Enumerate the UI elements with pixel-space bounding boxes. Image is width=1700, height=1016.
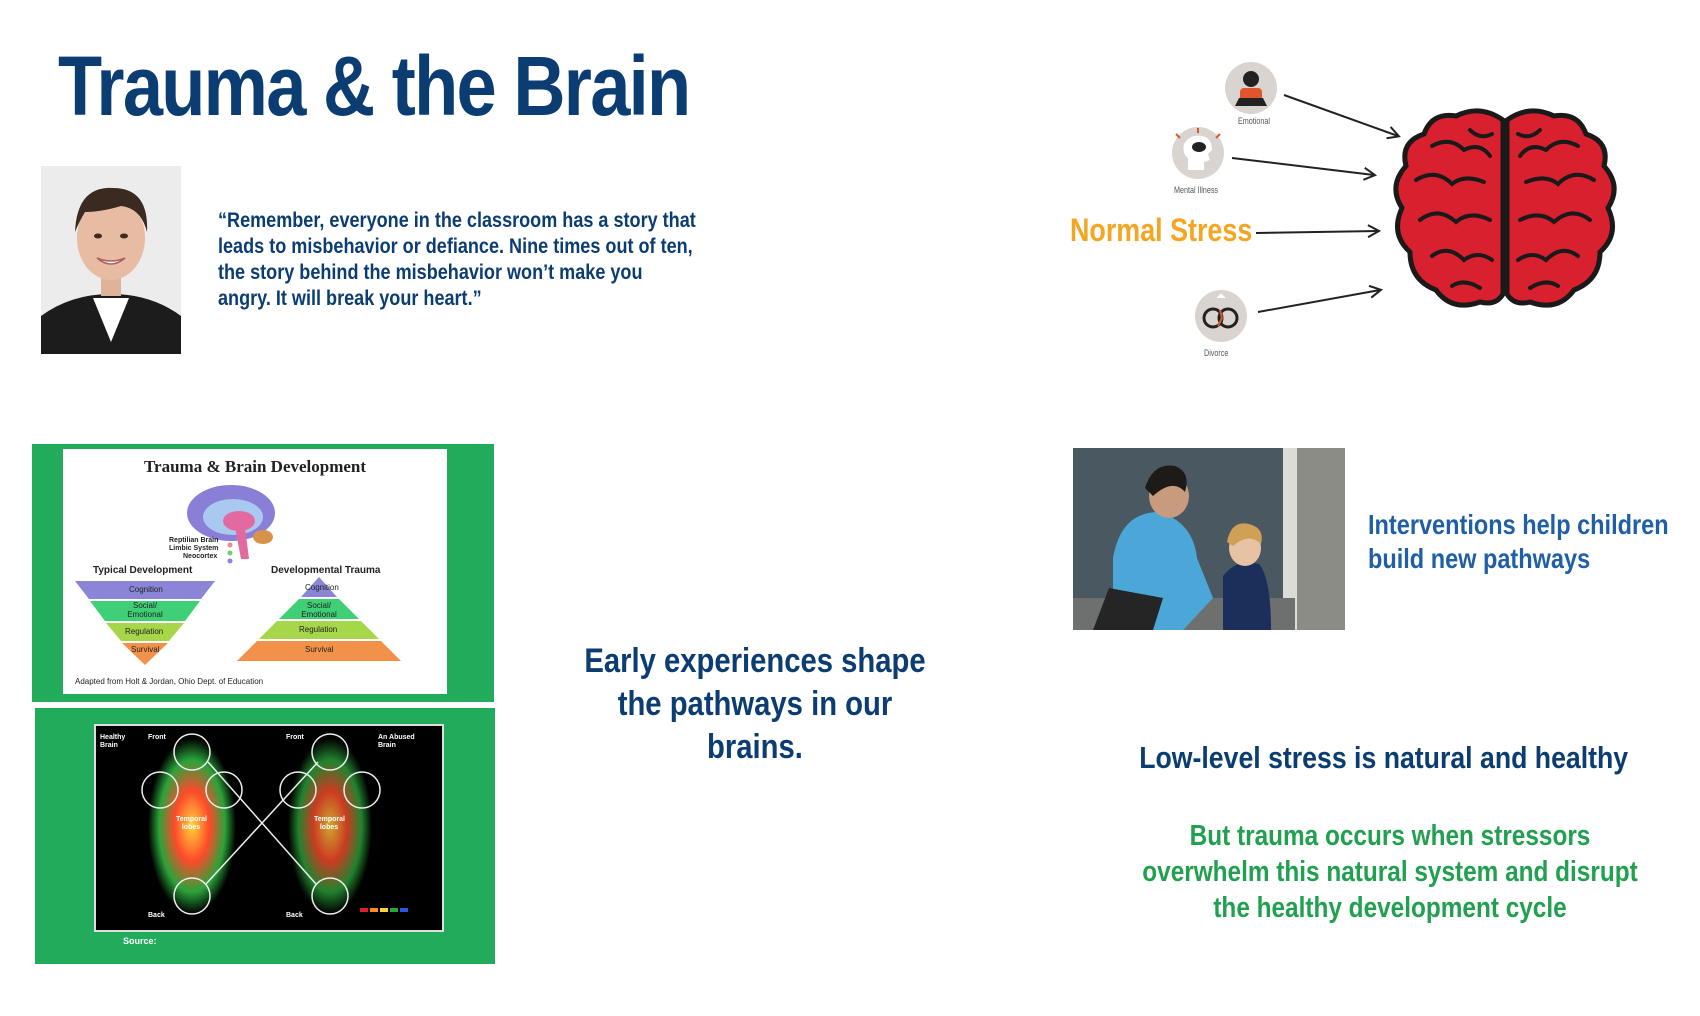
legend-limbic: Limbic System	[169, 545, 219, 552]
arrow-divorce	[1257, 290, 1380, 313]
front-left-label: Front	[148, 734, 166, 741]
front-right-label: Front	[286, 734, 304, 741]
page-title: Trauma & the Brain	[58, 39, 691, 133]
mental-illness-head-icon	[1172, 127, 1224, 179]
divorce-rings-icon	[1195, 290, 1247, 342]
low-level-stress-text: Low-level stress is natural and healthy	[1139, 740, 1629, 775]
trauma-survival: Survival	[305, 645, 334, 654]
interventions-text: Interventions help children build new pa…	[1368, 509, 1669, 574]
normal-stress-label: Normal Stress	[1070, 212, 1253, 248]
arrow-normal-stress	[1255, 231, 1378, 233]
trauma-occurs-text: But trauma occurs when stressors overwhe…	[1142, 820, 1638, 924]
legend-reptilian: Reptilian Brain	[169, 537, 219, 544]
source-label-divorce: Divorce	[1204, 348, 1229, 358]
trauma-cognition: Cognition	[305, 583, 339, 592]
adult-and-child-photo	[1073, 448, 1345, 630]
stress-diagram: Emotional Mental Illness Divorce	[1060, 50, 1680, 370]
trauma-social: Social/ Emotional	[301, 601, 337, 619]
quote-text: “Remember, everyone in the classroom has…	[218, 209, 696, 310]
source-label-mental-illness: Mental Illness	[1174, 185, 1219, 195]
trauma-regulation: Regulation	[299, 625, 338, 634]
pet-scan-slide: Healthy Brain An Abused Brain Front Fron…	[35, 708, 495, 964]
back-left-label: Back	[148, 912, 165, 919]
arrow-mental-illness	[1231, 157, 1374, 175]
slide-credit: Adapted from Holt & Jordan, Ohio Dept. o…	[75, 677, 264, 686]
brain-development-slide: Trauma & Brain Development	[32, 444, 494, 702]
abused-brain-label: An Abused Brain	[378, 734, 415, 749]
legend-neocortex: Neocortex	[183, 553, 218, 560]
typical-heading: Typical Development	[93, 565, 193, 576]
temporal-right-label: Temporal lobes	[314, 816, 345, 831]
trauma-heading: Developmental Trauma	[271, 565, 381, 576]
arrow-emotional	[1283, 94, 1398, 136]
pet-scan-image	[141, 733, 408, 915]
pet-source-label: Source:	[123, 936, 157, 946]
slide-title: Trauma & Brain Development	[143, 457, 367, 476]
typical-regulation: Regulation	[125, 627, 164, 636]
typical-survival: Survival	[131, 645, 160, 654]
development-pyramids	[75, 485, 401, 665]
healthy-brain-label: Healthy Brain	[100, 734, 126, 749]
source-label-emotional: Emotional	[1238, 116, 1271, 126]
brain-icon	[1393, 108, 1617, 308]
speaker-portrait	[41, 166, 181, 354]
emotional-person-icon	[1225, 62, 1277, 114]
temporal-left-label: Temporal lobes	[176, 816, 207, 831]
typical-cognition: Cognition	[129, 585, 163, 594]
typical-social: Social/ Emotional	[127, 601, 163, 619]
back-right-label: Back	[286, 912, 303, 919]
brain-cross-section-icon	[187, 485, 275, 559]
early-experiences-text: Early experiences shape the pathways in …	[584, 642, 926, 766]
